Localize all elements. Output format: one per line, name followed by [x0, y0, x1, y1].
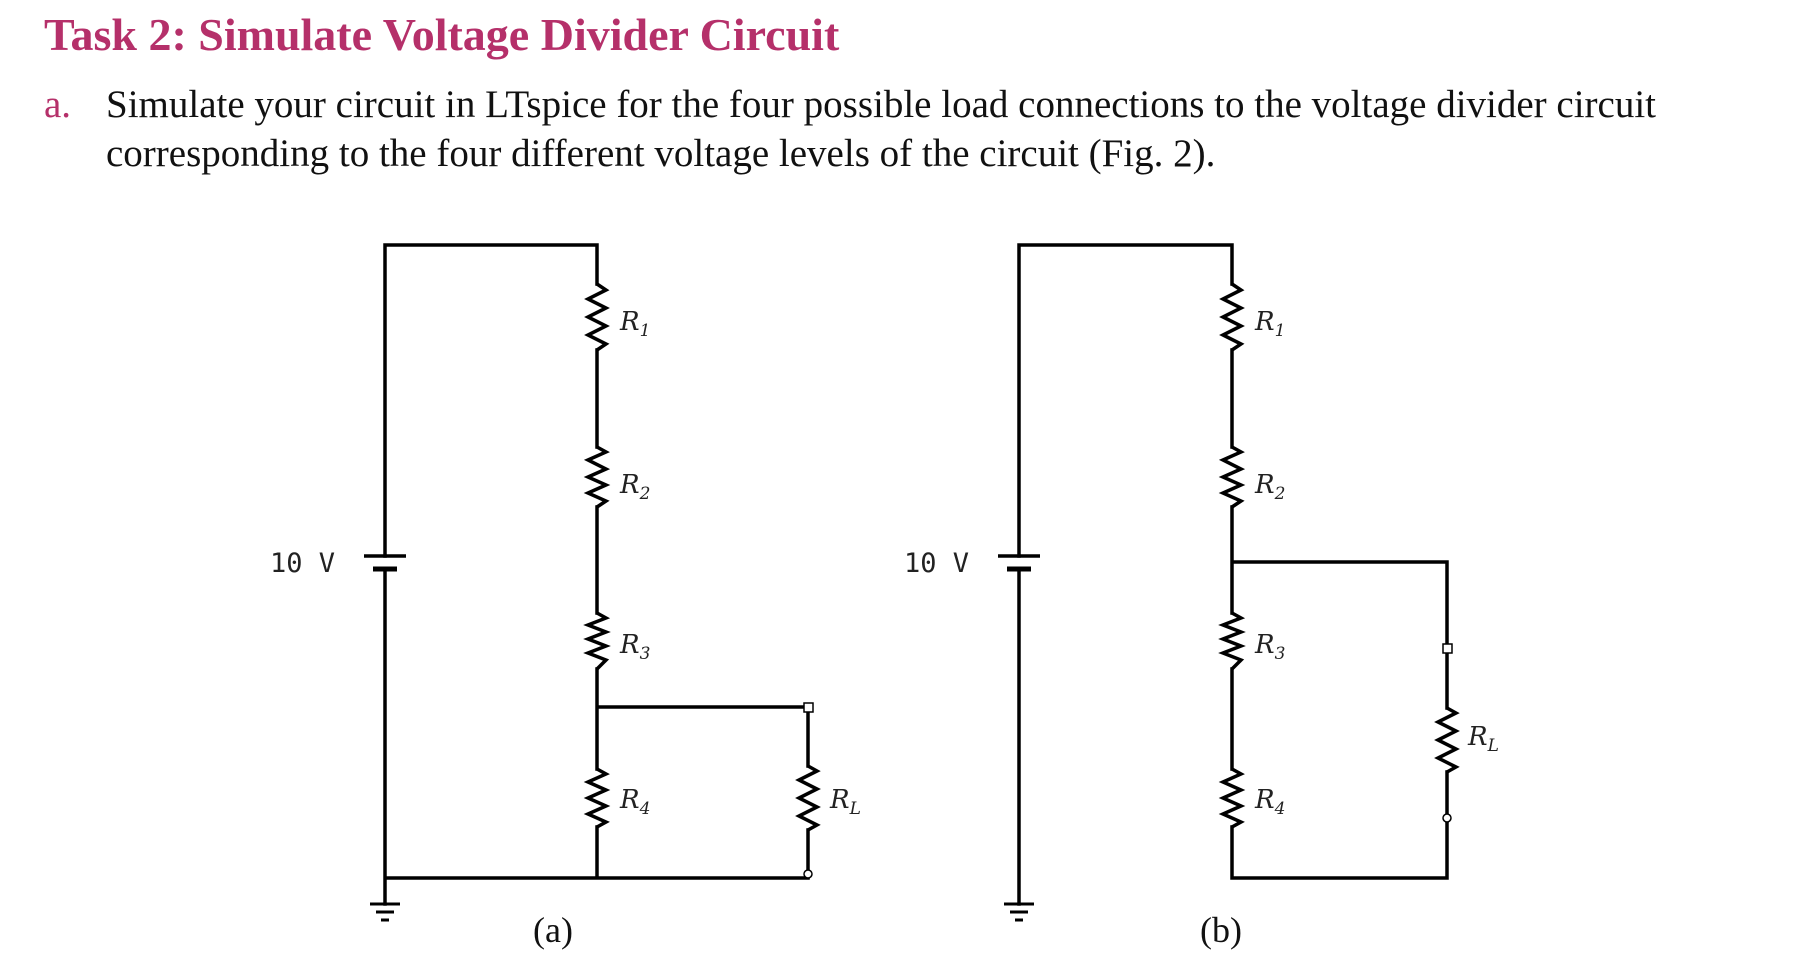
circuit-b-caption: (b) [1200, 910, 1242, 950]
circuit-a-r3-label: R3 [619, 630, 650, 664]
circuit-a-load-terminal-top [803, 702, 814, 713]
circuit-a-rl-label: RL [829, 785, 861, 819]
circuit-a-r2-resistor [583, 445, 611, 509]
circuit-a-r1-resistor [584, 282, 610, 352]
circuit-a-r1-label: R1 [619, 307, 650, 341]
circuit-a-battery [364, 554, 406, 572]
circuit-a-wires [383, 243, 810, 906]
circuit-a-r3-resistor [583, 611, 611, 671]
task-item-a: a. Simulate your circuit in LTspice for … [44, 80, 1774, 178]
page-title: Task 2: Simulate Voltage Divider Circuit [44, 9, 840, 60]
circuit-b-rl-resistor [1434, 706, 1460, 774]
circuit-b-ground-symbol [1004, 902, 1034, 922]
circuit-b-r4-resistor [1218, 767, 1246, 829]
circuit-a-load-terminal-bottom [803, 869, 813, 879]
circuit-b-source-label: 10 V [904, 548, 969, 579]
circuit-a-r2-label: R2 [619, 470, 650, 504]
circuit-b-r2-resistor [1218, 445, 1246, 509]
item-marker: a. [44, 83, 72, 126]
circuit-b-r1-label: R1 [1254, 307, 1285, 341]
circuit-b-r4-label: R4 [1254, 785, 1285, 819]
circuit-a-ground-symbol [370, 902, 400, 922]
circuit-b-r2-label: R2 [1254, 470, 1285, 504]
circuit-b-wires [1017, 243, 1449, 906]
circuit-b-r3-resistor [1218, 611, 1246, 671]
circuit-b-r3-label: R3 [1254, 630, 1285, 664]
circuit-b-rl-label: RL [1467, 722, 1499, 756]
circuit-b-load-terminal-bottom [1442, 813, 1452, 823]
item-text-line-1: Simulate your circuit in LTspice for the… [106, 83, 1657, 126]
circuit-b: 10 V R1 R2 R3 R4 RL (b) [904, 243, 1499, 950]
circuit-a: 10 V R1 R2 R3 R4 RL (a) [270, 243, 861, 950]
item-text-line-2: corresponding to the four different volt… [106, 132, 1216, 175]
circuit-a-caption: (a) [533, 910, 573, 950]
circuit-b-load-terminal-top [1442, 643, 1453, 654]
circuit-b-battery [998, 554, 1040, 572]
circuit-b-r1-resistor [1219, 282, 1245, 352]
circuit-a-r4-label: R4 [619, 785, 650, 819]
circuit-a-rl-resistor [795, 764, 821, 832]
circuit-a-r4-resistor [583, 767, 611, 829]
circuit-a-source-label: 10 V [270, 548, 335, 579]
